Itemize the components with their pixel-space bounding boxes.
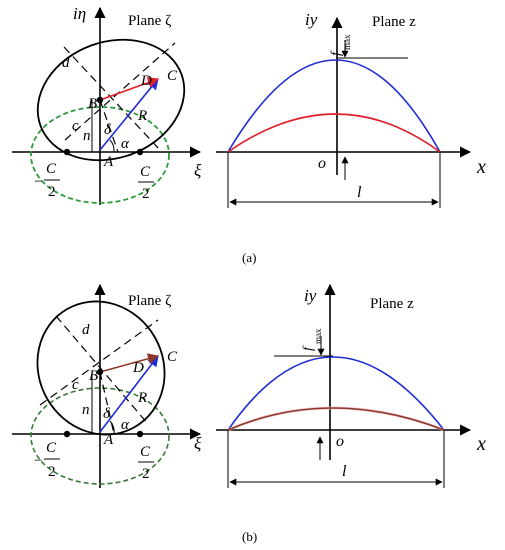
label-C: C bbox=[167, 68, 178, 84]
label-c-b: c bbox=[72, 377, 79, 393]
length-l-b: l bbox=[342, 463, 347, 480]
vector-R bbox=[99, 78, 159, 151]
fmax-f-b: f bbox=[301, 345, 316, 351]
label-D-b: D bbox=[132, 360, 144, 376]
ellipse-contour-b bbox=[36, 300, 166, 436]
ellipse-contour bbox=[36, 38, 186, 162]
neg-c-denominator-b: 2 bbox=[48, 464, 56, 480]
axis-ieta-label: iη bbox=[73, 4, 86, 23]
fmax-sub-b: max bbox=[313, 328, 323, 344]
deflection-curve-brown-b bbox=[227, 407, 445, 431]
panel-a: iη ξ Plane ζ d B D C c n δ R α A bbox=[12, 4, 486, 265]
fmax-sub: max bbox=[342, 34, 352, 50]
label-d-b: d bbox=[82, 322, 90, 338]
label-A: A bbox=[103, 154, 114, 170]
plane-z-a: iy x Plane z o f max l bbox=[216, 10, 486, 208]
label-d: d bbox=[62, 55, 70, 71]
label-alpha-b: α bbox=[121, 417, 130, 433]
vector-BC bbox=[99, 77, 160, 101]
vector-BC-b bbox=[99, 353, 160, 373]
pos-c-numerator: C bbox=[140, 164, 151, 180]
label-A-b: A bbox=[103, 432, 114, 448]
label-R-b: R bbox=[137, 390, 147, 406]
caption-b: (b) bbox=[242, 529, 257, 544]
axis-x-label: x bbox=[476, 156, 486, 178]
label-delta-b: δ bbox=[103, 406, 111, 422]
axis-xi-label-b: ξ bbox=[194, 434, 202, 453]
plane-zeta-title: Plane ζ bbox=[128, 13, 171, 29]
neg-sign: − bbox=[34, 174, 42, 190]
pos-c-denominator-b: 2 bbox=[142, 466, 150, 482]
alpha-arc-b bbox=[109, 420, 115, 435]
green-circle bbox=[30, 106, 170, 204]
alpha-arc bbox=[109, 139, 115, 153]
dashed-axis-1 bbox=[63, 46, 161, 151]
label-n-b: n bbox=[82, 402, 90, 418]
deflection-curve-blue-b bbox=[227, 356, 445, 431]
dashed-axis-2-b bbox=[39, 319, 159, 406]
neg-c-numerator-b: C bbox=[46, 440, 57, 456]
delta-line bbox=[99, 99, 119, 153]
neg-sign-b: − bbox=[34, 453, 42, 469]
origin-o: o bbox=[318, 155, 326, 172]
point-pos-half-c bbox=[136, 148, 144, 156]
panel-b: ξ Plane ζ d B D C c n δ R α A C bbox=[12, 283, 486, 544]
fmax-f: f bbox=[329, 50, 344, 56]
plane-z-b: iy x Plane z o f max l bbox=[216, 283, 486, 488]
pos-c-denominator: 2 bbox=[142, 186, 150, 202]
neg-c-denominator: 2 bbox=[48, 184, 56, 200]
axis-iy-label: iy bbox=[305, 10, 318, 29]
label-B: B bbox=[88, 96, 97, 112]
plane-zeta-title-b: Plane ζ bbox=[128, 293, 171, 309]
point-B bbox=[96, 96, 104, 104]
label-C-b: C bbox=[167, 349, 178, 365]
point-B-b bbox=[96, 368, 104, 376]
plane-zeta-b: ξ Plane ζ d B D C c n δ R α A C bbox=[12, 283, 202, 488]
caption-a: (a) bbox=[242, 250, 256, 265]
green-circle-b bbox=[30, 387, 170, 485]
deflection-curve-blue bbox=[227, 59, 441, 153]
neg-c-numerator: C bbox=[46, 161, 57, 177]
label-delta: δ bbox=[104, 122, 112, 138]
label-c: c bbox=[72, 118, 79, 134]
label-D: D bbox=[140, 73, 152, 89]
axis-iy-label-b: iy bbox=[304, 286, 317, 305]
plane-z-title: Plane z bbox=[372, 14, 416, 30]
label-alpha: α bbox=[121, 136, 130, 152]
label-R: R bbox=[137, 108, 147, 124]
origin-o-b: o bbox=[336, 433, 344, 450]
axis-xi-label: ξ bbox=[194, 161, 202, 180]
label-n: n bbox=[83, 128, 91, 144]
point-pos-half-c-b bbox=[136, 430, 144, 438]
vector-R-b bbox=[99, 355, 159, 433]
length-l: l bbox=[357, 184, 362, 201]
point-neg-half-c-b bbox=[63, 430, 71, 438]
dashed-axis-2 bbox=[64, 42, 176, 141]
plane-z-title-b: Plane z bbox=[370, 296, 414, 312]
pos-c-numerator-b: C bbox=[140, 444, 151, 460]
point-neg-half-c bbox=[63, 148, 71, 156]
plane-zeta-a: iη ξ Plane ζ d B D C c n δ R α A bbox=[12, 4, 202, 205]
deflection-curve-red bbox=[227, 113, 441, 153]
label-B-b: B bbox=[89, 368, 98, 384]
axis-x-label-b: x bbox=[476, 433, 486, 455]
